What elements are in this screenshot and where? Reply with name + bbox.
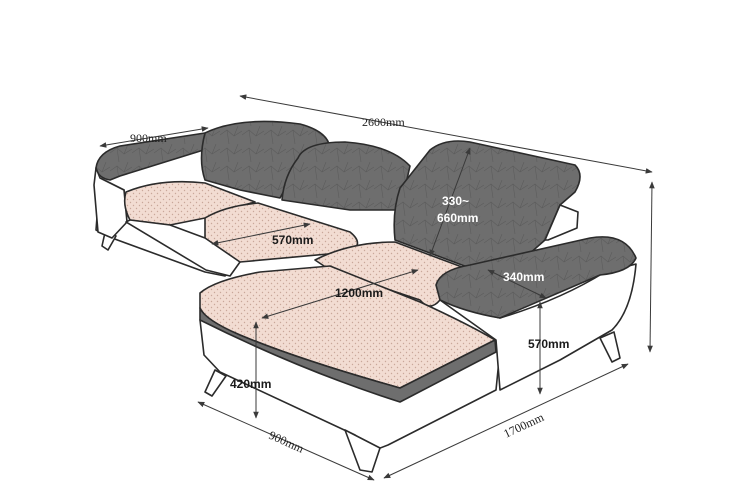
dim-arm-width-line	[487, 269, 547, 299]
dim-chaise-width-label: 900mm	[267, 428, 307, 456]
dim-arm-height-label: 570mm	[528, 337, 569, 351]
dim-total-length-label: 2600mm	[362, 115, 405, 129]
seat-front-rail	[125, 219, 241, 277]
dim-headrest-label-1: 330~	[442, 194, 469, 208]
dim-headrest-line	[429, 147, 471, 257]
dim-chaise-depth-line	[383, 363, 629, 479]
backrest-middle	[281, 141, 411, 211]
dim-arm-width-label: 340mm	[503, 270, 544, 284]
dim-total-height-line	[647, 181, 655, 353]
right-back-frame	[544, 204, 579, 241]
dim-total-length-line	[239, 94, 653, 174]
left-armrest-front	[93, 167, 128, 239]
dim-seat-height-label: 420mm	[230, 377, 271, 391]
chaise-leg-left	[204, 369, 227, 397]
dim-left-depth-line	[99, 126, 209, 148]
dim-chaise-length-line	[261, 269, 419, 319]
dim-seat-depth-label: 570mm	[272, 233, 313, 247]
dim-seat-depth-line	[211, 222, 311, 246]
dim-chaise-length-label: 1200mm	[335, 286, 383, 300]
dim-left-depth-label: 900mm	[130, 131, 167, 145]
dim-chaise-depth-label: 1700mm	[501, 410, 546, 441]
right-leg	[599, 331, 621, 363]
dim-chaise-width-line	[197, 401, 375, 481]
dim-headrest-label-2: 660mm	[437, 211, 478, 225]
